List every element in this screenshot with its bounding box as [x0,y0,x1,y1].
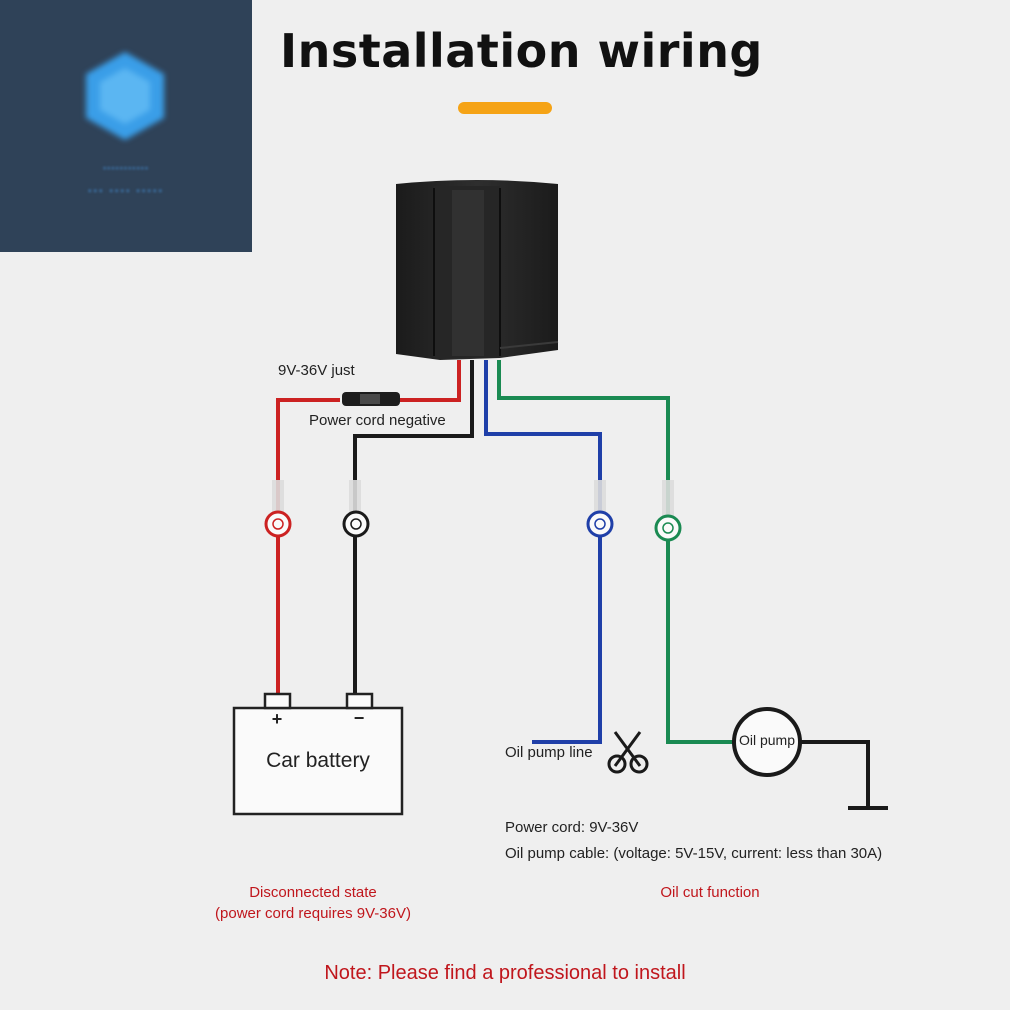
oil-pump-cable-spec: Oil pump cable: (voltage: 5V-15V, curren… [505,845,883,862]
fuse-icon [342,392,400,406]
ring-terminal-icon [342,510,370,538]
disconnected-state-caption: Disconnected state (power cord requires … [180,882,446,924]
logo-text-line: ▪▪▪ ▪▪▪▪ ▪▪▪▪▪ [87,186,165,197]
red-wire [276,360,461,698]
car-battery: + − [232,692,404,816]
disconnected-state-title: Disconnected state [249,884,377,901]
ring-terminal-icon [586,510,614,538]
power-cord-spec: Power cord: 9V-36V [505,819,639,836]
svg-text:−: − [354,708,365,728]
oil-cut-caption: Oil cut function [660,884,760,901]
brand-logo-panel: ▪▪▪▪▪▪▪▪▪▪▪ ▪▪▪ ▪▪▪▪ ▪▪▪▪▪ [0,0,252,252]
ring-terminal-icon [654,514,682,542]
green-wire [497,360,734,744]
oil-pump-label: Oil pump [738,732,796,748]
scissors-icon [607,731,649,774]
blue-wire [484,360,602,744]
install-note: Note: Please find a professional to inst… [324,962,686,984]
relay-device-icon [396,180,559,360]
page-title: Installation wiring [280,24,763,78]
battery-label: Car battery [266,749,370,772]
ground-wire [800,740,870,806]
ring-terminal-icon [264,510,292,538]
title-accent-bar [458,102,552,114]
disconnected-state-subtitle: (power cord requires 9V-36V) [215,905,411,922]
power-negative-label: Power cord negative [309,412,446,429]
svg-text:+: + [272,709,283,729]
hexagon-logo-icon [86,52,164,140]
oil-pump-line-label: Oil pump line [505,744,593,761]
fuse-label: 9V-36V just [278,362,355,379]
black-wire [353,360,474,698]
logo-text-line: ▪▪▪▪▪▪▪▪▪▪▪ [102,163,150,173]
